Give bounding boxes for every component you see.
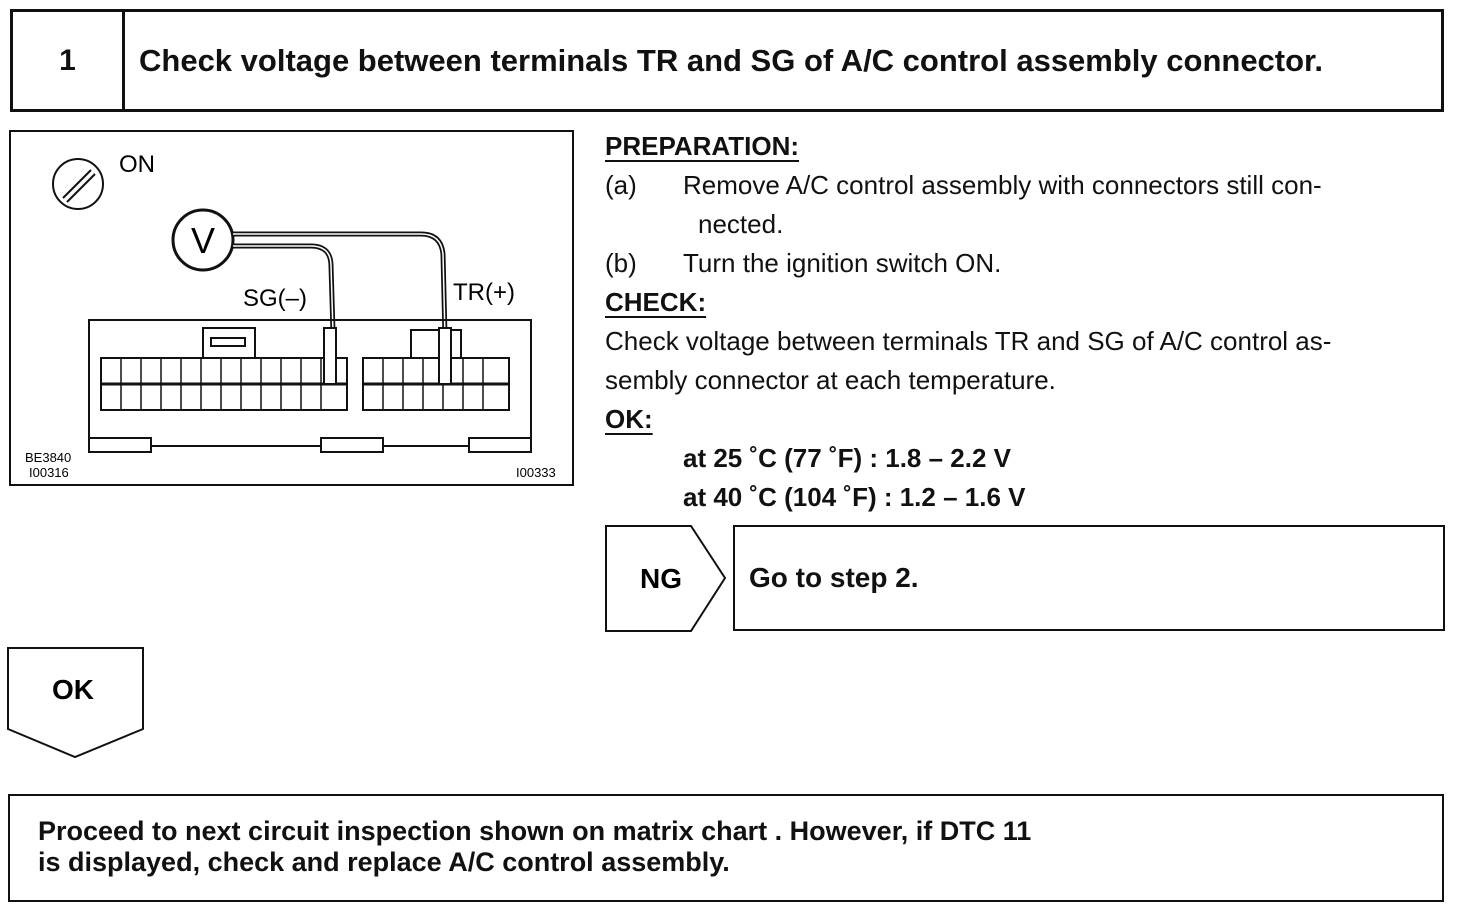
- ok-spec-25c: at 25 ˚C (77 ˚F) : 1.8 – 2.2 V: [683, 443, 1012, 473]
- ng-action: Go to step 2.: [733, 525, 1445, 631]
- ok-heading: OK:: [605, 404, 653, 434]
- ok-branch: OK: [7, 647, 145, 759]
- instructions: PREPARATION: (a) Remove A/C control asse…: [605, 127, 1445, 517]
- tr-terminal-label: TR(+): [453, 279, 515, 306]
- voltmeter-symbol: V: [191, 220, 215, 261]
- connector-illustration: ON V SG(–) TR(+): [25, 151, 556, 480]
- step-number: 1: [13, 12, 125, 109]
- next-step-line-1: Proceed to next circuit inspection shown…: [38, 816, 1032, 846]
- check-text-line-2: sembly connector at each temperature.: [605, 365, 1056, 395]
- figure-code-left-2: I00316: [29, 465, 69, 480]
- voltmeter-icon: V: [171, 208, 235, 272]
- next-step-line-2: is displayed, check and replace A/C cont…: [38, 847, 730, 877]
- connector-diagram: ON V SG(–) TR(+): [9, 130, 574, 486]
- ok-spec-40c: at 40 ˚C (104 ˚F) : 1.2 – 1.6 V: [683, 482, 1026, 512]
- prep-item-text: Turn the ignition switch ON.: [683, 248, 1002, 278]
- ng-arrow-shape: NG: [605, 525, 727, 632]
- prep-item-text: Remove A/C control assembly with connect…: [683, 170, 1322, 200]
- ng-label: NG: [640, 563, 682, 594]
- figure-code-left-1: BE3840: [25, 450, 71, 465]
- check-text-line-1: Check voltage between terminals TR and S…: [605, 326, 1332, 356]
- prep-item-continuation: nected.: [698, 209, 784, 239]
- check-heading: CHECK:: [605, 287, 707, 317]
- prep-item-a: (a) Remove A/C control assembly with con…: [605, 166, 1445, 244]
- preparation-heading: PREPARATION:: [605, 131, 800, 161]
- ignition-on-label: ON: [119, 151, 155, 178]
- left-connector: [100, 327, 348, 411]
- prep-item-label: (a): [605, 170, 637, 200]
- sg-terminal-label: SG(–): [243, 285, 307, 312]
- prep-item-b: (b) Turn the ignition switch ON.: [605, 244, 1445, 283]
- ignition-key-icon: [52, 158, 104, 210]
- figure-code-right: I00333: [516, 465, 556, 480]
- right-connector: [362, 327, 510, 411]
- step-title: Check voltage between terminals TR and S…: [139, 42, 1324, 78]
- step-header: 1 Check voltage between terminals TR and…: [10, 9, 1444, 112]
- ok-arrow-shape: OK: [7, 647, 144, 759]
- prep-item-label: (b): [605, 248, 637, 278]
- ng-branch: NG Go to step 2.: [605, 525, 1445, 633]
- ok-branch-label: OK: [52, 674, 94, 705]
- next-step-box: Proceed to next circuit inspection shown…: [8, 794, 1444, 902]
